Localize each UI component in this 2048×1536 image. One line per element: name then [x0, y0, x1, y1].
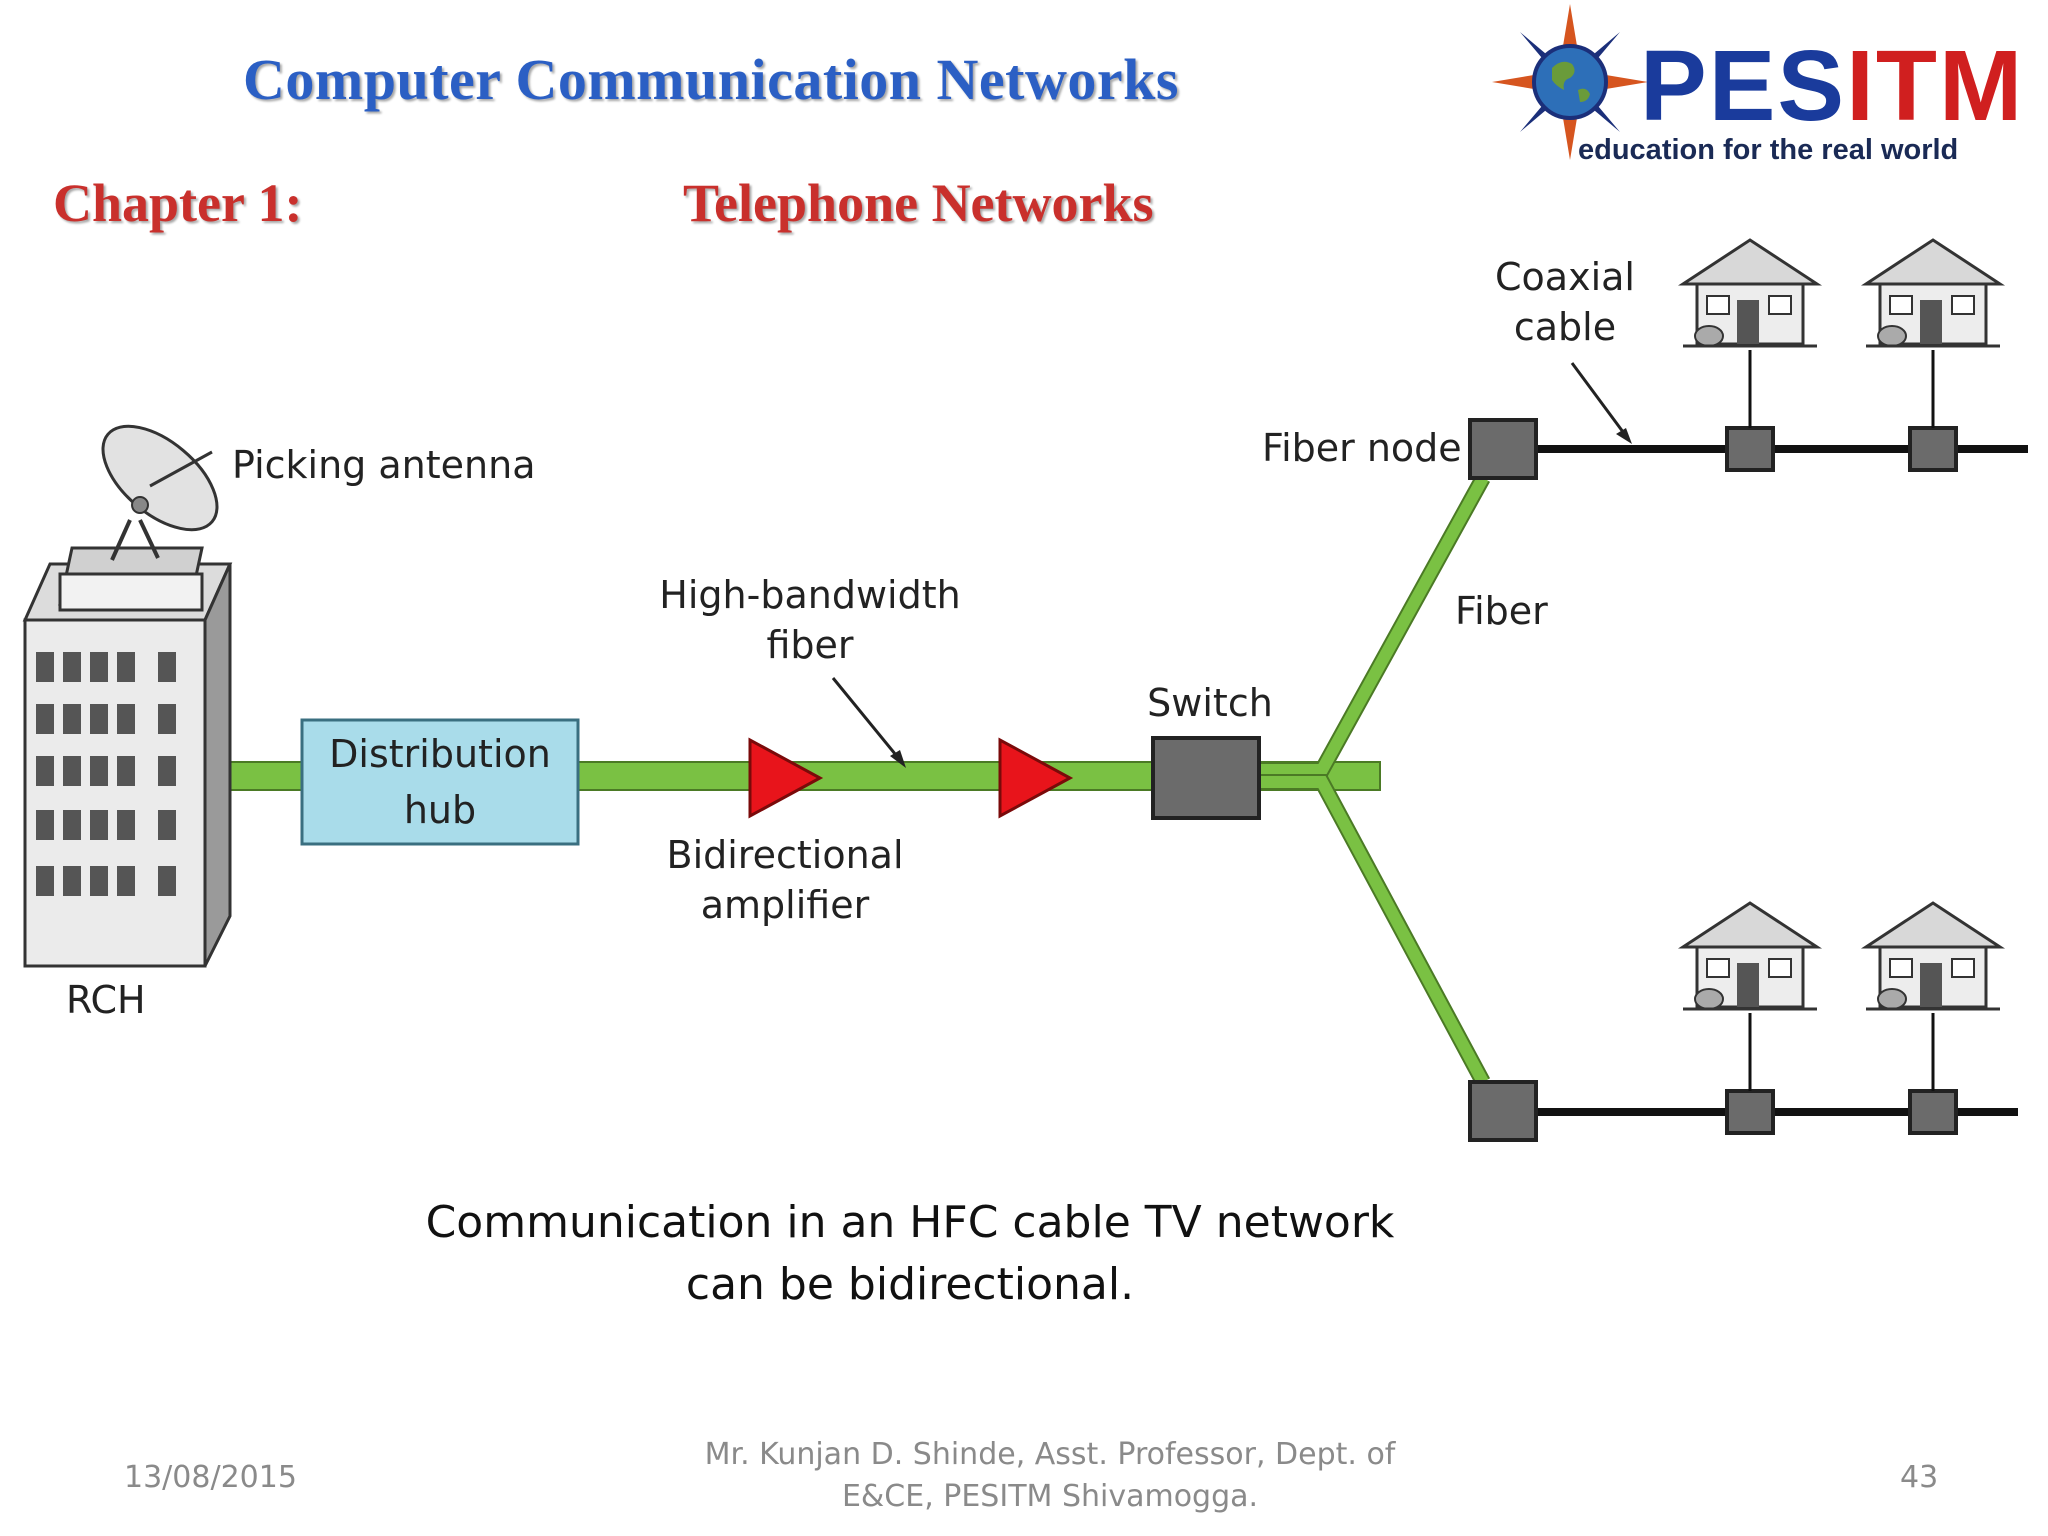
logo-wordmark: PESITM	[1640, 30, 2025, 142]
chapter-label: Chapter 1:	[53, 173, 303, 233]
amplifier-2-icon	[998, 737, 1074, 819]
house-icon-4	[1860, 901, 2006, 1011]
fiber-node-label: Fiber node	[1262, 426, 1462, 470]
distribution-hub-box	[300, 718, 580, 846]
fiber-branch-up-outline	[1258, 474, 1491, 778]
amplifier-1-icon	[748, 737, 824, 819]
globe-compass-icon	[1492, 4, 1648, 160]
footer-author: Mr. Kunjan D. Shinde, Asst. Professor, D…	[704, 1437, 1396, 1514]
fiber-branch-down-outline	[1258, 774, 1491, 1086]
topic-title: Telephone Networks	[683, 173, 1154, 233]
course-title: Computer Communication Networks	[243, 47, 1179, 112]
satellite-dish-icon	[101, 424, 219, 561]
antenna-label: Picking antenna	[232, 443, 536, 487]
house-icon-2	[1860, 238, 2006, 348]
house-icon-1	[1677, 238, 1823, 348]
fiber-branch-label: Fiber	[1455, 589, 1548, 633]
coax-taps	[1725, 426, 1958, 1135]
rch-windows	[36, 652, 176, 896]
rch-label: RCH	[66, 978, 146, 1022]
footer-date: 13/08/2015	[124, 1460, 297, 1495]
footer-page-number: 43	[1900, 1460, 1939, 1495]
switch-box	[1151, 736, 1261, 820]
diagram-caption: Communication in an HFC cable TV network…	[425, 1197, 1395, 1310]
fiber-branch-down	[1258, 776, 1489, 1085]
fiber-node-top	[1468, 418, 1538, 480]
fiber-node-bottom	[1468, 1080, 1538, 1142]
house-icon-3	[1677, 901, 1823, 1011]
logo-tagline: education for the real world	[1578, 134, 1959, 166]
switch-label: Switch	[1147, 681, 1273, 725]
fiber-branch-up	[1258, 475, 1489, 776]
